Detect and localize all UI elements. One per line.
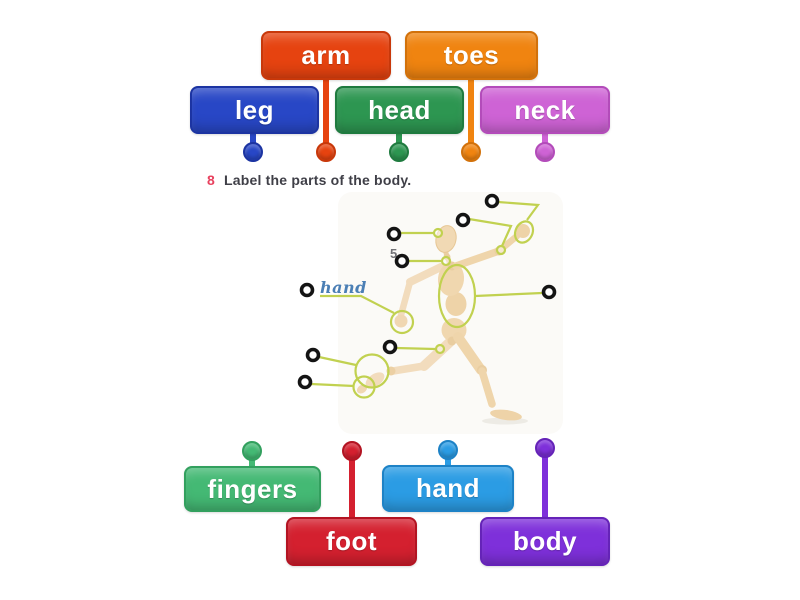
label-body[interactable]: body [480,517,610,566]
pin-arm [316,142,336,162]
target-head[interactable] [386,226,402,242]
callout-arm [468,217,513,256]
pin-neck [535,142,555,162]
target-arm[interactable] [455,212,471,228]
mannequin-figure [338,192,563,434]
callout-body [437,263,543,329]
label-head[interactable]: head [335,86,464,134]
callout-toes [310,375,376,399]
pin-stem-toes [468,78,474,154]
pin-stem-body [542,448,548,519]
faint-number: 5 [390,246,397,261]
instruction-text: 8 Label the parts of the body. [207,172,411,188]
label-foot[interactable]: foot [286,517,417,566]
pin-body [535,438,555,458]
label-fingers[interactable]: fingers [184,466,321,512]
instruction-label: Label the parts of the body. [224,172,412,188]
exercise-number: 8 [207,172,215,188]
callout-leg [395,343,446,355]
label-leg[interactable]: leg [190,86,319,134]
callout-head [400,227,444,239]
pin-hand [438,440,458,460]
label-arm[interactable]: arm [261,31,391,80]
target-neck[interactable] [394,253,410,269]
callout-hand-sample [320,294,415,335]
label-hand[interactable]: hand [382,465,514,512]
target-foot[interactable] [305,347,321,363]
target-body[interactable] [541,284,557,300]
pin-stem-foot [349,451,355,519]
target-fingers[interactable] [484,193,500,209]
target-leg[interactable] [382,339,398,355]
callout-fingers [497,200,541,244]
callout-neck [408,255,452,267]
pin-head [389,142,409,162]
pin-foot [342,441,362,461]
callout-foot [318,353,390,389]
pin-stem-arm [323,78,329,154]
pin-leg [243,142,263,162]
pin-fingers [242,441,262,461]
target-hand[interactable] [299,282,315,298]
label-toes[interactable]: toes [405,31,538,80]
sample-answer-hand: hand [320,278,367,297]
label-neck[interactable]: neck [480,86,610,134]
target-toes[interactable] [297,374,313,390]
pin-toes [461,142,481,162]
